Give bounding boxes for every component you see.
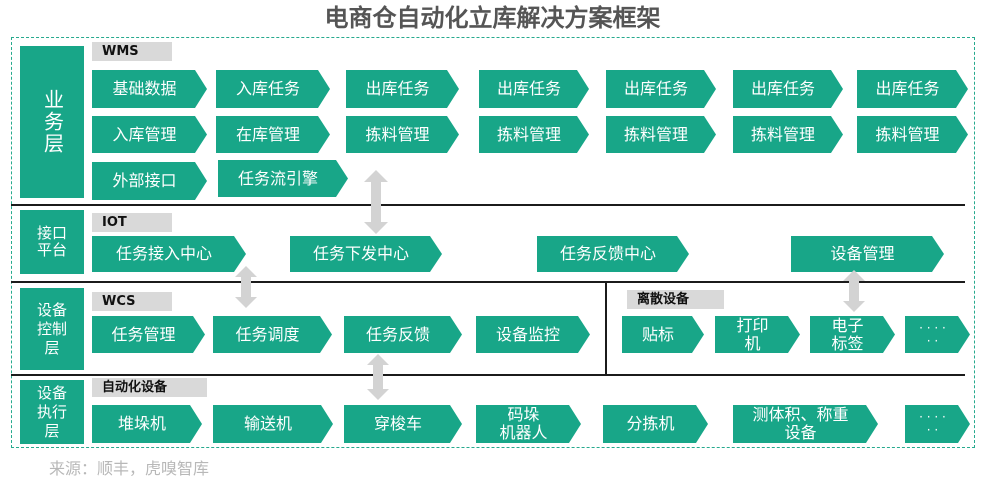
- sorter-text: 分拣机: [626, 414, 675, 433]
- wcs-tag: WCS: [92, 292, 172, 311]
- separator-interface-control: [11, 281, 965, 283]
- execution-layer-text-1: 设备: [36, 383, 67, 402]
- iot-tag: IOT: [92, 213, 172, 232]
- conveyor-text: 输送机: [243, 414, 292, 433]
- box-labeling: 贴标: [622, 316, 704, 353]
- box-inbound-task: 入库任务: [216, 70, 330, 108]
- labeling-text: 贴标: [641, 324, 674, 344]
- control-layer-text-3: 层: [44, 338, 60, 357]
- execution-layer-label: 设备 执行 层: [20, 380, 84, 444]
- box-task-access-center: 任务接入中心: [92, 236, 246, 272]
- box-task-dispatch-center: 任务下发中心: [290, 236, 442, 272]
- box-outbound-task-1: 出库任务: [346, 70, 459, 108]
- box-device-management: 设备管理: [791, 236, 944, 272]
- discrete-device-tag: 离散设备: [627, 290, 724, 309]
- separator-wcs-discrete: [605, 283, 607, 374]
- diagram-title: 电商仓自动化立库解决方案框架: [324, 3, 661, 32]
- stacker-text: 堆垛机: [117, 414, 166, 433]
- control-layer-text-1: 设备: [36, 300, 67, 319]
- business-layer-text: 业务层: [40, 89, 65, 155]
- box-stacker: 堆垛机: [92, 405, 202, 443]
- dimension-weight-text-1: 测体积、称重: [752, 405, 849, 424]
- separator-business-interface: [11, 204, 965, 206]
- printer-text-2: 机: [744, 333, 761, 353]
- box-conveyor: 输送机: [213, 405, 333, 443]
- box-inbound-management: 入库管理: [92, 116, 207, 153]
- separator-control-execution: [11, 374, 965, 376]
- box-task-flow-engine: 任务流引擎: [218, 160, 348, 197]
- double-arrow-icon: [364, 170, 388, 234]
- business-layer-label: 业务层: [20, 46, 84, 198]
- interface-layer-text-2: 平台: [36, 241, 67, 259]
- double-arrow-icon: [235, 266, 257, 308]
- execution-layer-text-2: 执行: [36, 402, 67, 421]
- box-wcs-task-feedback: 任务反馈: [344, 316, 462, 353]
- interface-layer-label: 接口 平台: [20, 210, 84, 274]
- box-outbound-task-3: 出库任务: [606, 70, 716, 108]
- palletizing-robot-text-2: 机器人: [499, 423, 548, 442]
- box-picking-management-5: 拣料管理: [857, 116, 968, 153]
- execution-layer-text-3: 层: [44, 421, 60, 440]
- electronic-label-text-1: 电子: [831, 315, 864, 335]
- wms-tag: WMS: [92, 42, 172, 61]
- box-printer: 打印 机: [715, 316, 800, 353]
- printer-text-1: 打印: [736, 315, 769, 335]
- control-layer-label: 设备 控制 层: [20, 288, 84, 370]
- box-external-interface: 外部接口: [92, 162, 207, 200]
- box-shuttle: 穿梭车: [344, 405, 462, 443]
- box-basic-data: 基础数据: [92, 70, 207, 108]
- box-outbound-task-5: 出库任务: [857, 70, 968, 108]
- execution-more-text-1: · · · ·: [919, 410, 946, 424]
- automation-device-tag: 自动化设备: [92, 378, 207, 397]
- box-task-feedback-center: 任务反馈中心: [537, 236, 689, 272]
- box-discrete-more: · · · · · ·: [905, 316, 970, 353]
- box-wcs-task-scheduling: 任务调度: [213, 316, 332, 353]
- source-note: 来源：顺丰，虎嗅智库: [49, 459, 210, 478]
- electronic-label-text-2: 标签: [831, 333, 864, 353]
- palletizing-robot-text-1: 码垛: [507, 405, 540, 424]
- box-sorter: 分拣机: [603, 405, 708, 443]
- box-dimension-weight-device: 测体积、称重 设备: [733, 405, 878, 443]
- discrete-more-text-2: · ·: [926, 333, 939, 348]
- box-outbound-task-4: 出库任务: [733, 70, 843, 108]
- box-electronic-label: 电子 标签: [810, 316, 895, 353]
- double-arrow-icon: [367, 354, 389, 400]
- execution-more-text-2: · ·: [926, 423, 939, 437]
- double-arrow-icon: [843, 270, 865, 312]
- box-picking-management-1: 拣料管理: [346, 116, 459, 153]
- box-wcs-device-monitoring: 设备监控: [476, 316, 590, 353]
- box-wcs-task-management: 任务管理: [92, 316, 205, 353]
- box-picking-management-2: 拣料管理: [479, 116, 589, 153]
- interface-layer-text-1: 接口: [36, 224, 67, 242]
- dimension-weight-text-2: 设备: [784, 423, 817, 442]
- box-palletizing-robot: 码垛 机器人: [476, 405, 581, 443]
- box-picking-management-3: 拣料管理: [606, 116, 716, 153]
- shuttle-text: 穿梭车: [373, 414, 422, 433]
- box-inventory-management: 在库管理: [216, 116, 330, 153]
- box-execution-more: · · · · · ·: [905, 405, 970, 443]
- control-layer-text-2: 控制: [36, 319, 67, 338]
- framework-border: [11, 37, 975, 448]
- box-outbound-task-2: 出库任务: [479, 70, 589, 108]
- discrete-more-text-1: · · · ·: [919, 320, 946, 335]
- box-picking-management-4: 拣料管理: [733, 116, 843, 153]
